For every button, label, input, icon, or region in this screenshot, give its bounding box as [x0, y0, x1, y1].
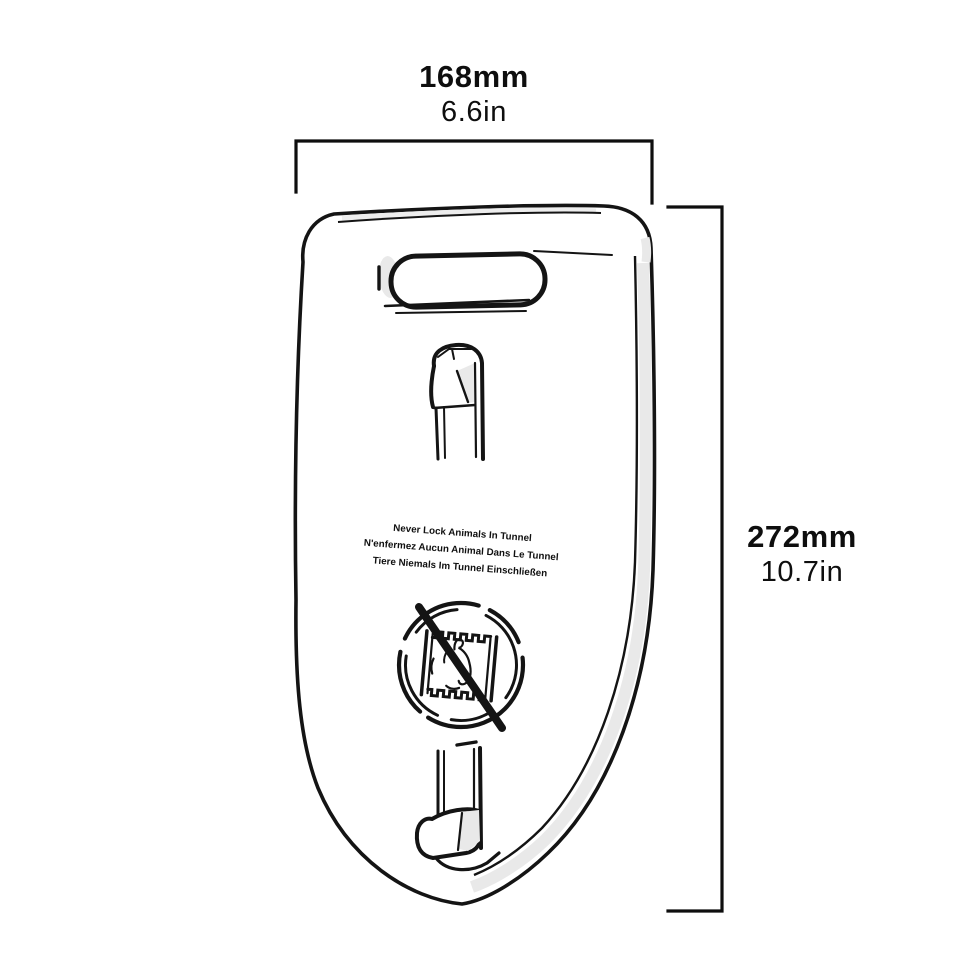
- height-bracket-line: [666, 205, 724, 913]
- prohibition-slash: [415, 603, 506, 732]
- hook-right-inner: [473, 361, 478, 459]
- height-dimension-label: 272mm 10.7in: [714, 518, 890, 590]
- latch-tab-lip: [434, 851, 501, 872]
- hook-left-outline: [429, 364, 436, 409]
- height-mm-value: 272mm: [747, 519, 857, 554]
- hook-cap-outline: [431, 342, 485, 461]
- hook-shading: [457, 363, 475, 403]
- tunnel-graphic: [419, 629, 499, 703]
- no-animals-in-tunnel-icon: [396, 600, 526, 732]
- width-bracket-line: [294, 139, 654, 205]
- prohibition-circle-inner: [403, 608, 518, 722]
- panel-inner-edge-line-lower: [473, 561, 637, 877]
- slot-depth-line-2: [395, 310, 527, 314]
- tunnel-right-bar-inner: [484, 637, 492, 700]
- prohibition-circle-outer: [396, 600, 526, 730]
- tunnel-bottom-corrugation: [426, 687, 487, 702]
- panel-corner-shading: [640, 236, 652, 263]
- width-dimension-label: 168mm 6.6in: [296, 58, 652, 130]
- hook-crossbar: [432, 403, 477, 410]
- panel-face: [293, 203, 657, 906]
- top-hook-clip: [429, 342, 485, 461]
- animal-silhouette: [453, 638, 472, 686]
- width-mm-value: 168mm: [419, 59, 529, 94]
- latch-tab-crease: [456, 811, 464, 852]
- slot-overshoot-line: [533, 250, 613, 256]
- tunnel-left-bar-inner: [426, 632, 434, 695]
- slot-opening: [388, 251, 548, 310]
- hook-left-leg-inner: [443, 406, 446, 459]
- handle-slot: [377, 250, 613, 314]
- slot-depth-line-1: [383, 298, 531, 308]
- panel-top-sketch-line: [337, 211, 602, 223]
- panel-inner-edge-line-upper: [633, 255, 639, 563]
- height-inches-value: 10.7in: [760, 556, 844, 588]
- animal-tail-curl: [445, 684, 461, 690]
- tunnel-left-bar-outer: [419, 629, 429, 697]
- width-dimension-bracket: [294, 139, 654, 205]
- panel-edge-shading: [469, 262, 652, 893]
- animal-dash-left: [430, 657, 435, 675]
- hook-left-leg-outer: [434, 406, 440, 461]
- tunnel-top-corrugation: [430, 630, 493, 644]
- hook-cap-tick: [451, 348, 455, 360]
- width-inches-value: 6.6in: [441, 96, 507, 128]
- blocking-panel-outline: [293, 203, 657, 906]
- height-dimension-bracket: [666, 205, 724, 913]
- hook-cap-top-line: [437, 348, 472, 358]
- panel-top-shading: [341, 207, 597, 221]
- tunnel-right-bar-outer: [489, 635, 499, 703]
- latch-tab-shading: [459, 810, 480, 851]
- hook-diagonal-line: [455, 369, 470, 404]
- latch-top-dash: [455, 740, 478, 747]
- bottom-latch-clip: [414, 740, 501, 872]
